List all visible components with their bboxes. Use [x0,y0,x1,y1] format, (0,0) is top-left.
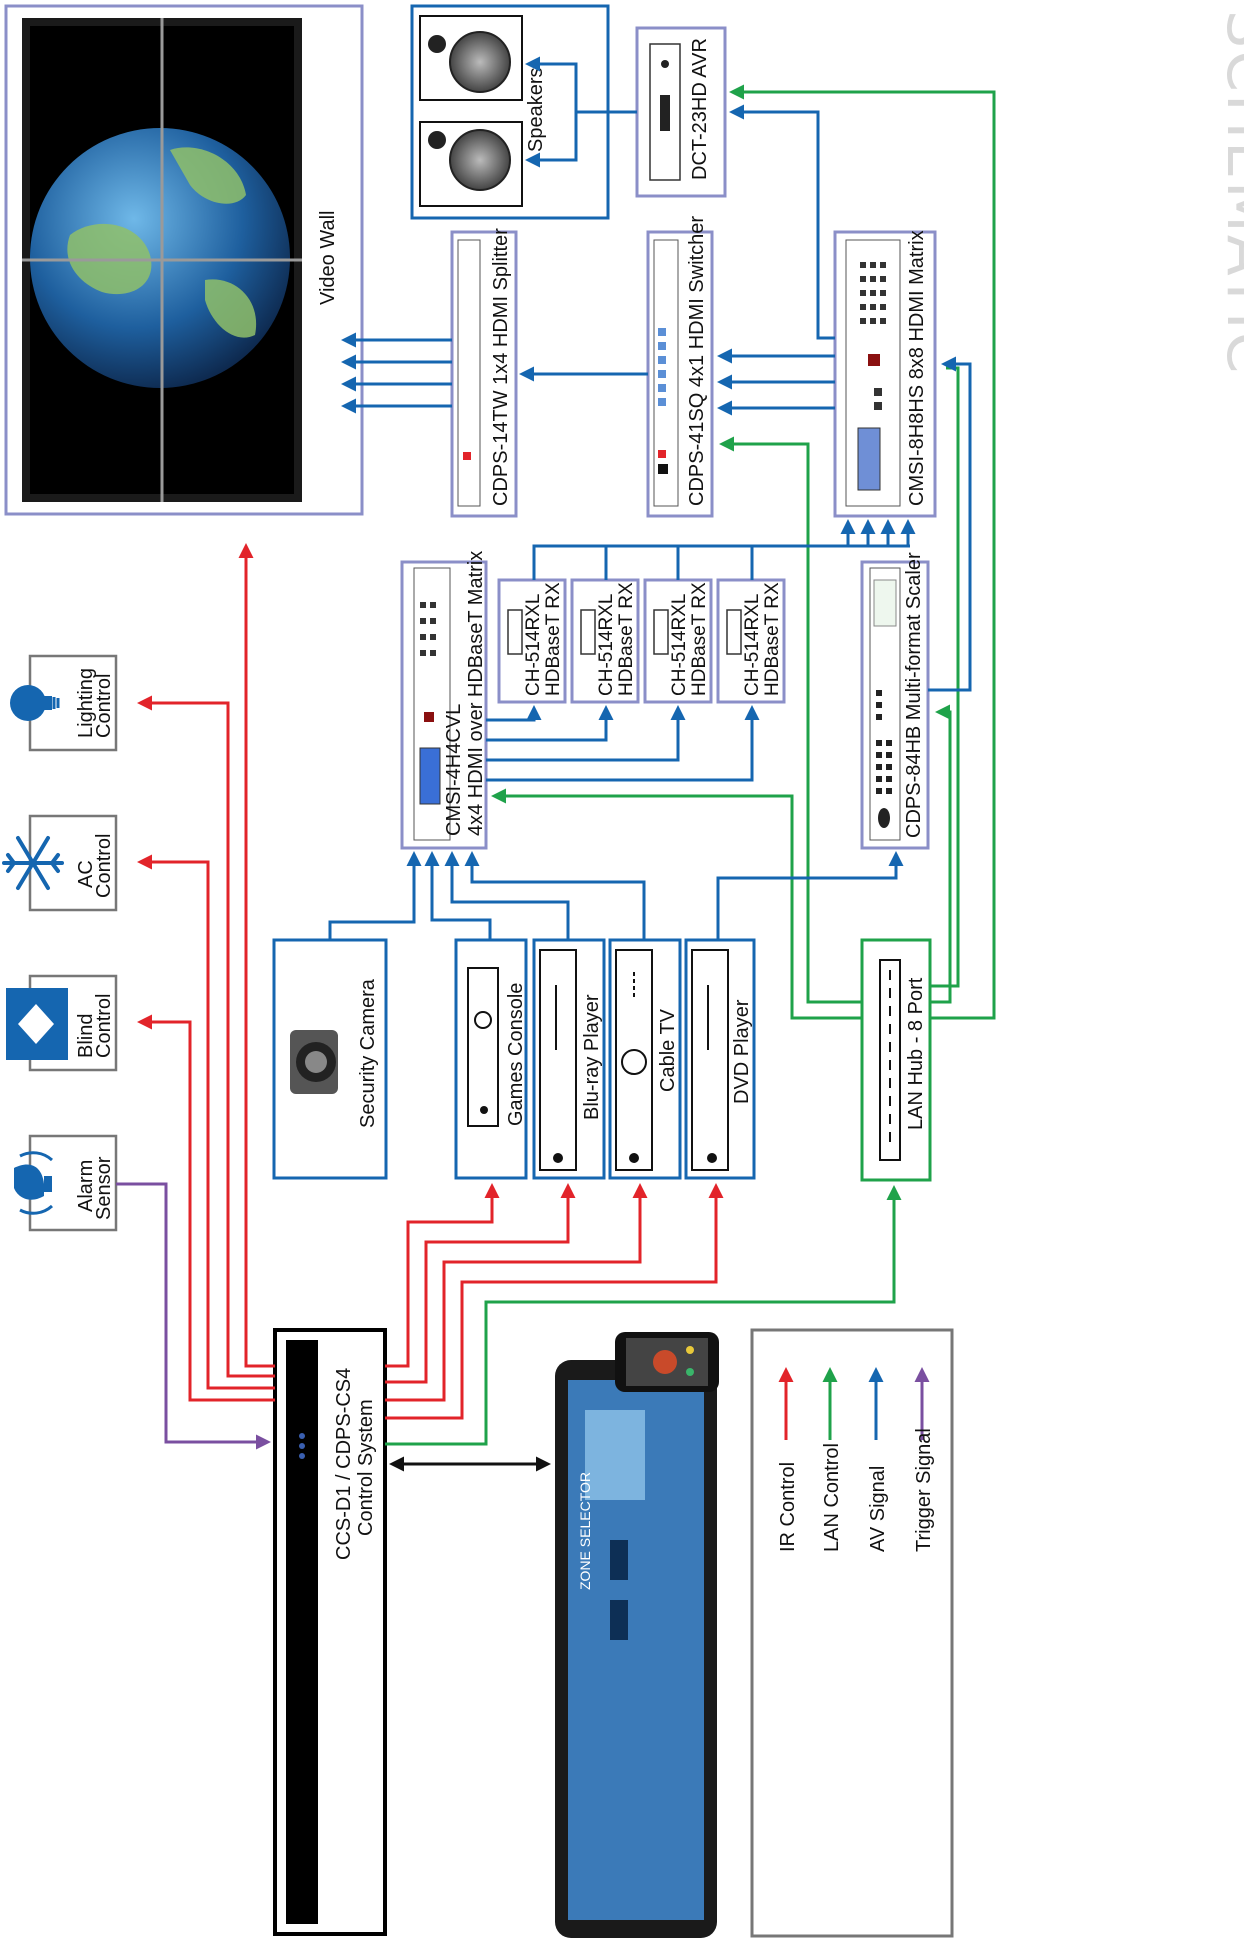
lightbulb-icon [10,685,60,721]
legend-label-av: AV Signal [867,1466,889,1552]
blind-label-1: Blind [75,1014,97,1058]
video-wall-label: Video Wall [317,211,339,306]
rx-1-label-2: HDBaseT RX [543,582,564,696]
hdbaset-rx-2: CH-514RXL HDBaseT RX [570,578,640,704]
matrix8-label: CMSI-8H8HS 8x8 HDMI Matrix [906,230,928,506]
lighting-label-2: Control [93,674,115,738]
snowflake-icon [2,836,64,890]
hdbaset-matrix-label-1: CMSI-4H4CVL [443,704,465,836]
cabletv-label: Cable TV [657,1008,679,1092]
games-console: Games Console [454,938,528,1180]
rx-1-label-1: CH-514RXL [523,594,544,696]
phone-remote-icon [615,1332,719,1392]
rx-3-label-1: CH-514RXL [669,594,690,696]
rx-4-label-2: HDBaseT RX [762,582,783,696]
control-label-1: CCS-D1 / CDPS-CS4 [333,1368,355,1560]
legend: IR Control LAN Control AV Signal Trigger… [750,1328,954,1938]
lighting-label-1: Lighting [75,668,97,738]
legend-item-trigger: Trigger Signal [913,1367,935,1552]
hdmi-splitter: CDPS-14TW 1x4 HDMI Splitter [450,228,518,518]
avr: DCT-23HD AVR [635,26,727,198]
tablet-remote: ZONE SELECTOR [555,1332,719,1938]
blind-control: Blind Control [6,974,118,1072]
alarm-sensor: Alarm Sensor [14,1134,118,1232]
rx-2-label-2: HDBaseT RX [616,582,637,696]
legend-label-trigger: Trigger Signal [913,1428,935,1552]
speakers-label: Speakers [525,68,547,153]
lighting-control: Lighting Control [10,654,118,752]
control-system: CCS-D1 / CDPS-CS4 Control System [273,1328,387,1936]
games-label: Games Console [505,983,527,1126]
legend-item-av: AV Signal [867,1367,889,1552]
ac-label-2: Control [93,834,115,898]
rx-3-label-2: HDBaseT RX [689,582,710,696]
lanhub-label: LAN Hub - 8 Port [905,977,927,1130]
ac-control: AC Control [2,814,118,912]
hdmi-switcher: CDPS-41SQ 4x1 HDMI Switcher [646,216,714,518]
alarm-label-2: Sensor [93,1156,115,1220]
camera-label: Security Camera [357,978,379,1128]
tablet-caption: ZONE SELECTOR [577,1472,593,1590]
avr-label: DCT-23HD AVR [689,38,711,180]
multi-format-scaler: CDPS-84HB Multi-format Scaler [860,552,930,850]
hdbaset-matrix-label-2: 4x4 HDMI over HDBaseT Matrix [465,551,487,836]
hdmi-matrix-8x8: CMSI-8H8HS 8x8 HDMI Matrix [833,230,937,518]
hdbaset-rx-1: CH-514RXL HDBaseT RX [497,578,567,704]
legend-label-lan: LAN Control [821,1443,843,1552]
lan-hub: LAN Hub - 8 Port [860,938,932,1182]
hdbaset-rx-4: CH-514RXL HDBaseT RX [716,578,786,704]
splitter-label: CDPS-14TW 1x4 HDMI Splitter [490,228,512,506]
camera-icon [290,1030,338,1094]
legend-item-ir: IR Control [777,1367,799,1552]
watermark-text: SCHEMATIC [1213,10,1244,375]
trigger-connection [116,1182,271,1450]
video-wall: Video Wall [4,4,364,516]
alarm-label-1: Alarm [75,1160,97,1212]
security-camera: Security Camera [272,938,388,1180]
ac-label-1: AC [75,860,97,888]
bluray-label: Blu-ray Player [581,994,603,1120]
alarm-bell-icon [14,1151,54,1215]
av-connections [328,56,972,940]
control-label-2: Control System [355,1399,377,1536]
dvd-player: DVD Player [684,938,756,1180]
rx-4-label-1: CH-514RXL [742,594,763,696]
hdbaset-rx-3: CH-514RXL HDBaseT RX [643,578,713,704]
rx-2-label-1: CH-514RXL [596,594,617,696]
ir-connections [137,543,724,1420]
legend-item-lan: LAN Control [821,1367,843,1552]
blind-label-2: Control [93,994,115,1058]
blinds-icon [6,988,68,1060]
hdbaset-matrix: CMSI-4H4CVL 4x4 HDMI over HDBaseT Matrix [400,551,488,850]
bluray-player: Blu-ray Player [532,938,606,1180]
scaler-label: CDPS-84HB Multi-format Scaler [903,552,925,838]
legend-label-ir: IR Control [777,1462,799,1552]
switcher-label: CDPS-41SQ 4x1 HDMI Switcher [686,216,708,506]
speakers: Speakers [410,4,610,220]
dvd-label: DVD Player [731,999,753,1104]
cable-tv: Cable TV [608,938,682,1180]
